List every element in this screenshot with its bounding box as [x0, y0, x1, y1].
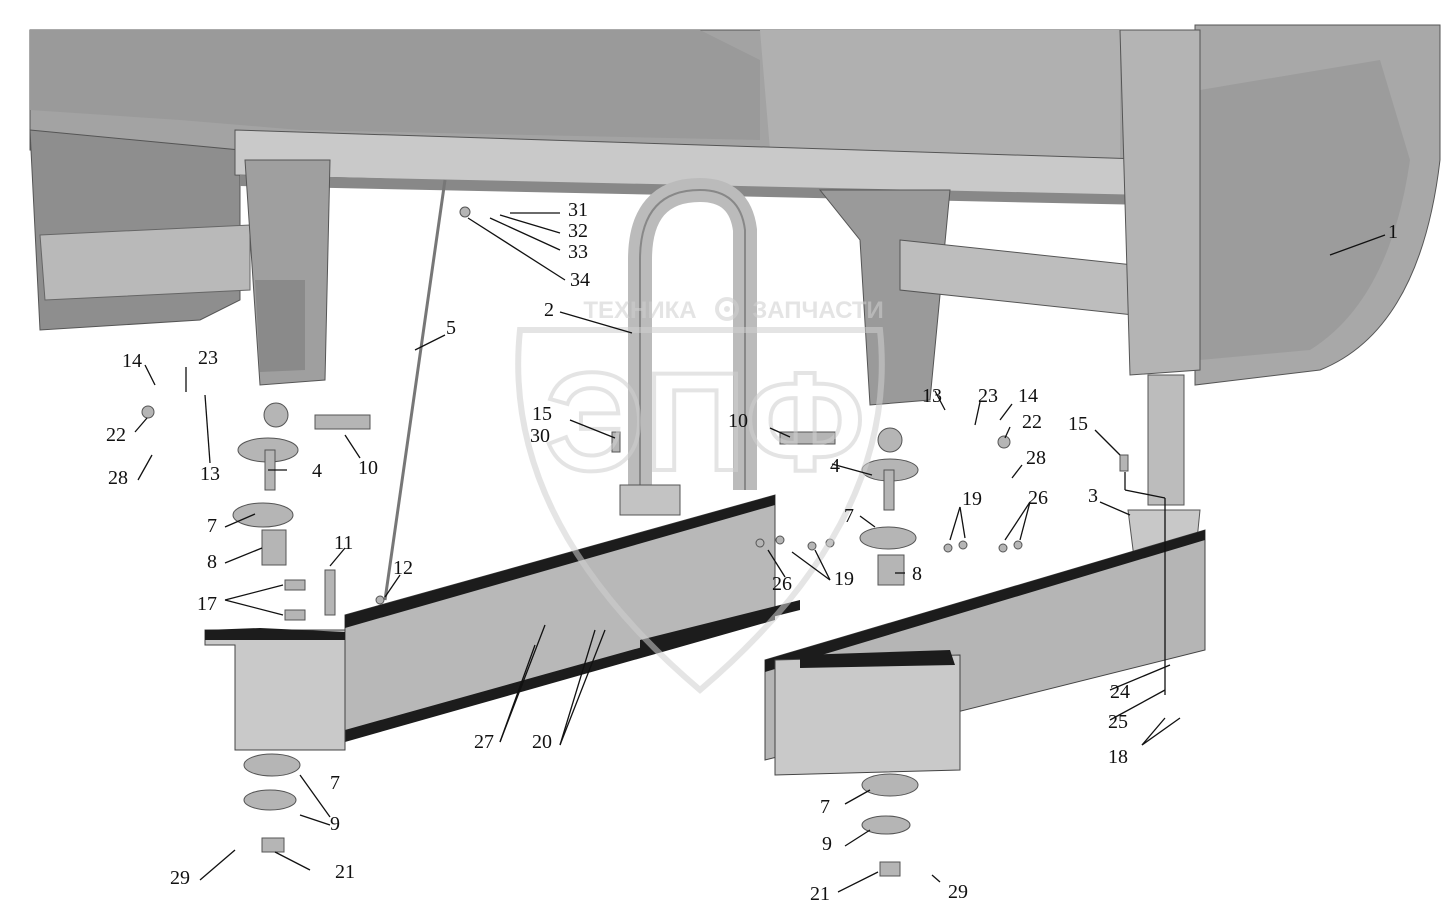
callout-32: 32 [568, 220, 588, 242]
callout-15: 15 [1068, 413, 1088, 435]
callout-19: 19 [834, 568, 854, 590]
callout-labels: 1 2 3 4 4 5 7 7 7 7 8 8 9 9 10 10 11 12 … [106, 199, 1398, 905]
callout-8: 8 [207, 551, 217, 573]
callout-13: 13 [200, 463, 220, 485]
callout-4: 4 [830, 455, 840, 477]
callout-8: 8 [912, 563, 922, 585]
callout-28: 28 [1026, 447, 1046, 469]
callout-29: 29 [170, 867, 190, 889]
callout-22: 22 [106, 424, 126, 446]
callout-2: 2 [544, 299, 554, 321]
callout-7: 7 [330, 772, 340, 794]
callout-9: 9 [330, 813, 340, 835]
callout-13: 13 [922, 385, 942, 407]
callout-31: 31 [568, 199, 588, 221]
callout-10: 10 [728, 410, 748, 432]
callout-27: 27 [474, 731, 494, 753]
callout-7: 7 [820, 796, 830, 818]
callout-14: 14 [122, 350, 142, 372]
callout-10: 10 [358, 457, 378, 479]
callout-7: 7 [844, 505, 854, 527]
callout-34: 34 [570, 269, 590, 291]
callout-20: 20 [532, 731, 552, 753]
callout-1: 1 [1388, 221, 1398, 243]
callout-33: 33 [568, 241, 588, 263]
callout-25: 25 [1108, 711, 1128, 733]
svg-text:ТЕХНИКА: ТЕХНИКА [583, 297, 696, 324]
callout-14: 14 [1018, 385, 1038, 407]
callout-3: 3 [1088, 485, 1098, 507]
callout-23: 23 [198, 347, 218, 369]
parts [141, 206, 1129, 877]
callout-11: 11 [334, 532, 353, 554]
callout-28: 28 [108, 467, 128, 489]
right-mount-bracket [774, 650, 961, 776]
callout-15: 15 [532, 403, 552, 425]
svg-text:ЗАПЧАСТИ: ЗАПЧАСТИ [752, 297, 884, 324]
callout-29: 29 [948, 881, 968, 903]
svg-text:ЭПФ: ЭПФ [545, 343, 865, 500]
callout-18: 18 [1108, 746, 1128, 768]
callout-7: 7 [207, 515, 217, 537]
callout-9: 9 [822, 833, 832, 855]
rod-5 [383, 179, 447, 601]
callout-26: 26 [1028, 487, 1048, 509]
callout-12: 12 [393, 557, 413, 579]
callout-30: 30 [530, 425, 550, 447]
u-tube-2 [619, 177, 757, 516]
callout-5: 5 [446, 317, 456, 339]
left-mount-bracket [204, 628, 346, 751]
callout-22: 22 [1022, 411, 1042, 433]
callout-4: 4 [312, 460, 322, 482]
gear-icon [715, 297, 739, 321]
left-beam [344, 494, 776, 742]
callout-24: 24 [1110, 681, 1130, 703]
watermark: ТЕХНИКА ЗАПЧАСТИ ЭПФ [515, 297, 885, 694]
cab-body [29, 24, 1441, 506]
callout-17: 17 [197, 593, 217, 615]
callout-21: 21 [335, 861, 355, 883]
watermark-shield [515, 327, 885, 694]
callout-19: 19 [962, 488, 982, 510]
callout-26: 26 [772, 573, 792, 595]
callout-23: 23 [978, 385, 998, 407]
leader-lines [134, 212, 1386, 893]
callout-21: 21 [810, 883, 830, 905]
